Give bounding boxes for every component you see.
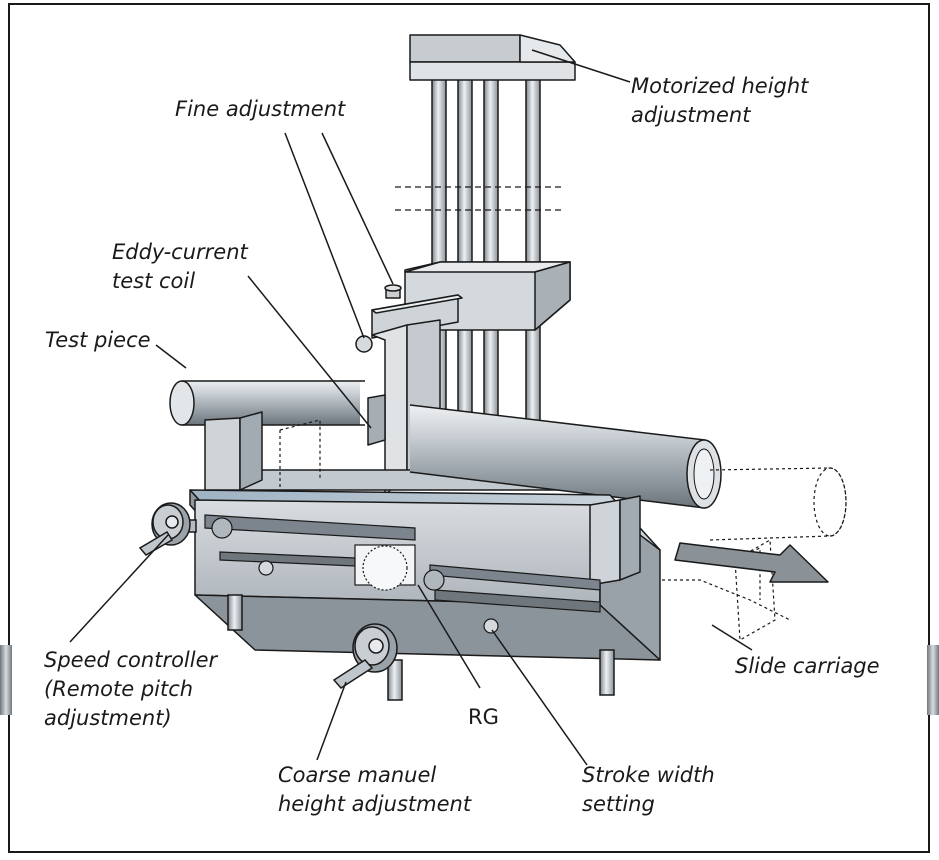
label-coarse-height-1: Coarse manuel	[278, 763, 437, 787]
right-arrow-icon	[674, 542, 829, 583]
left-edge-handle	[0, 645, 12, 715]
motor-block	[409, 34, 576, 81]
label-coarse-height-2: height adjustment	[278, 792, 472, 816]
label-slide-carriage: Slide carriage	[735, 654, 880, 678]
rg-dial	[354, 544, 416, 591]
label-stroke-width-1: Stroke width	[582, 763, 715, 787]
label-eddy-current-1: Eddy-current	[112, 240, 248, 264]
front-panel	[204, 514, 601, 634]
fine-adjustment-arm	[355, 284, 463, 353]
label-speed-controller-1: Speed controller	[44, 648, 218, 672]
column-carrier-block	[404, 261, 571, 331]
label-rg: RG	[468, 705, 499, 729]
end-supports	[204, 411, 641, 586]
label-eddy-current-2: test coil	[112, 269, 196, 293]
leader-lines	[69, 49, 753, 766]
test-piece	[169, 380, 722, 509]
label-fine-adjustment: Fine adjustment	[175, 97, 346, 121]
label-test-piece: Test piece	[45, 328, 151, 352]
label-stroke-width-2: setting	[582, 792, 655, 816]
label-motorized-height-2: adjustment	[631, 103, 751, 127]
label-speed-controller-2: (Remote pitch	[44, 677, 194, 701]
label-motorized-height-1: Motorized height	[631, 74, 809, 98]
right-edge-handle	[927, 645, 939, 715]
label-speed-controller-3: adjustment)	[44, 706, 172, 730]
speed-controller-knob	[138, 502, 191, 556]
break-marks	[395, 186, 565, 211]
coarse-height-knob	[332, 623, 398, 689]
